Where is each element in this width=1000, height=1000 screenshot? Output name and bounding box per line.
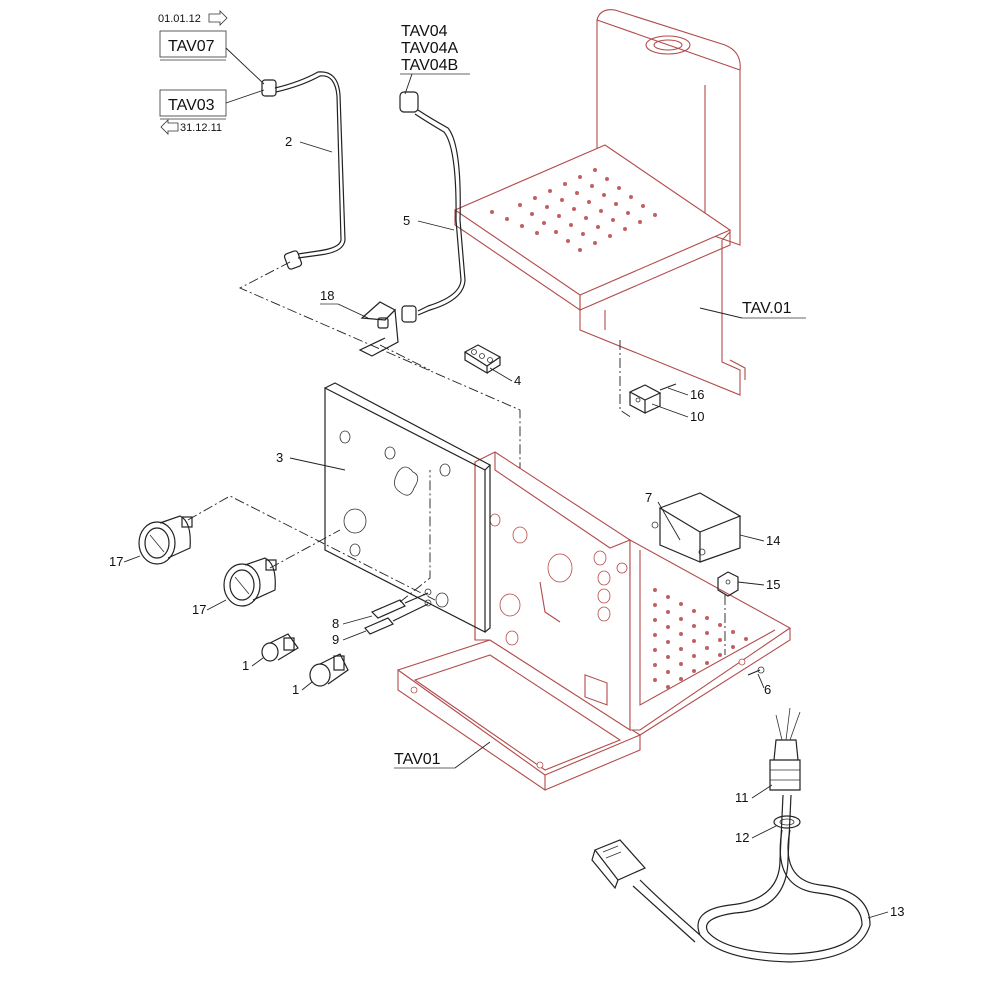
callout-15: 15 [766, 577, 780, 592]
cable-5 [399, 91, 466, 323]
callout-5: 5 [403, 213, 410, 228]
microswitch-10 [628, 383, 677, 414]
power-cord-13 [591, 794, 871, 963]
label-tav01: TAV01 [394, 751, 441, 768]
code-tav07: TAV07 [168, 38, 215, 55]
screw-6 [747, 666, 765, 676]
callout-8: 8 [332, 616, 339, 631]
pressure-gauge-lower [223, 557, 277, 607]
switch-1-upper [261, 633, 299, 662]
cable-gland-11 [769, 707, 801, 791]
front-plate [324, 382, 491, 633]
assembly-lines [187, 261, 726, 655]
arrow-left-icon [160, 119, 179, 135]
transformer-14 [651, 492, 742, 563]
callout-12: 12 [735, 830, 749, 845]
callout-3: 3 [276, 450, 283, 465]
base-chassis [396, 451, 792, 792]
code-tav03: TAV03 [168, 97, 215, 114]
date-forward: 01.01.12 [158, 13, 201, 25]
clip-15 [717, 571, 739, 597]
callout-9: 9 [332, 632, 339, 647]
callout-1-upper: 1 [242, 658, 249, 673]
tray-perforations [490, 168, 657, 252]
code-tav04b: TAV04B [401, 57, 458, 74]
callout-11: 11 [735, 790, 749, 805]
callout-6: 6 [764, 682, 771, 697]
deck-perforations [653, 588, 748, 689]
callout-4: 4 [514, 373, 521, 388]
callout-2: 2 [285, 134, 292, 149]
arrow-right-icon [208, 10, 228, 26]
callouts: 01.01.12 31.12.11 TAV07 TAV03 TAV04 TAV0… [109, 10, 904, 919]
callout-7: 7 [645, 490, 652, 505]
bracket-18 [358, 301, 399, 357]
callout-17-upper: 17 [109, 554, 123, 569]
fuse-holder-8 [370, 588, 432, 619]
callout-17-lower: 17 [192, 602, 206, 617]
fuse-holder-9 [364, 599, 432, 635]
date-back: 31.12.11 [180, 122, 222, 134]
callout-16: 16 [690, 387, 704, 402]
label-tav-01: TAV.01 [742, 300, 792, 317]
callout-13: 13 [890, 904, 904, 919]
terminal-block-4 [463, 344, 502, 375]
connector-nut-icon [399, 91, 419, 113]
cable-2 [261, 71, 346, 270]
upper-frame-assembly [453, 9, 746, 396]
code-box-tav07 [159, 30, 227, 58]
callout-18: 18 [320, 288, 334, 303]
callout-14: 14 [766, 533, 780, 548]
nut-12 [773, 815, 801, 829]
callout-10: 10 [690, 409, 704, 424]
callout-1-lower: 1 [292, 682, 299, 697]
code-tav04a: TAV04A [401, 40, 459, 57]
pressure-gauge-upper [138, 515, 193, 565]
switch-1-lower [309, 653, 349, 687]
connector-nut-icon [261, 79, 277, 97]
code-tav04: TAV04 [401, 23, 448, 40]
